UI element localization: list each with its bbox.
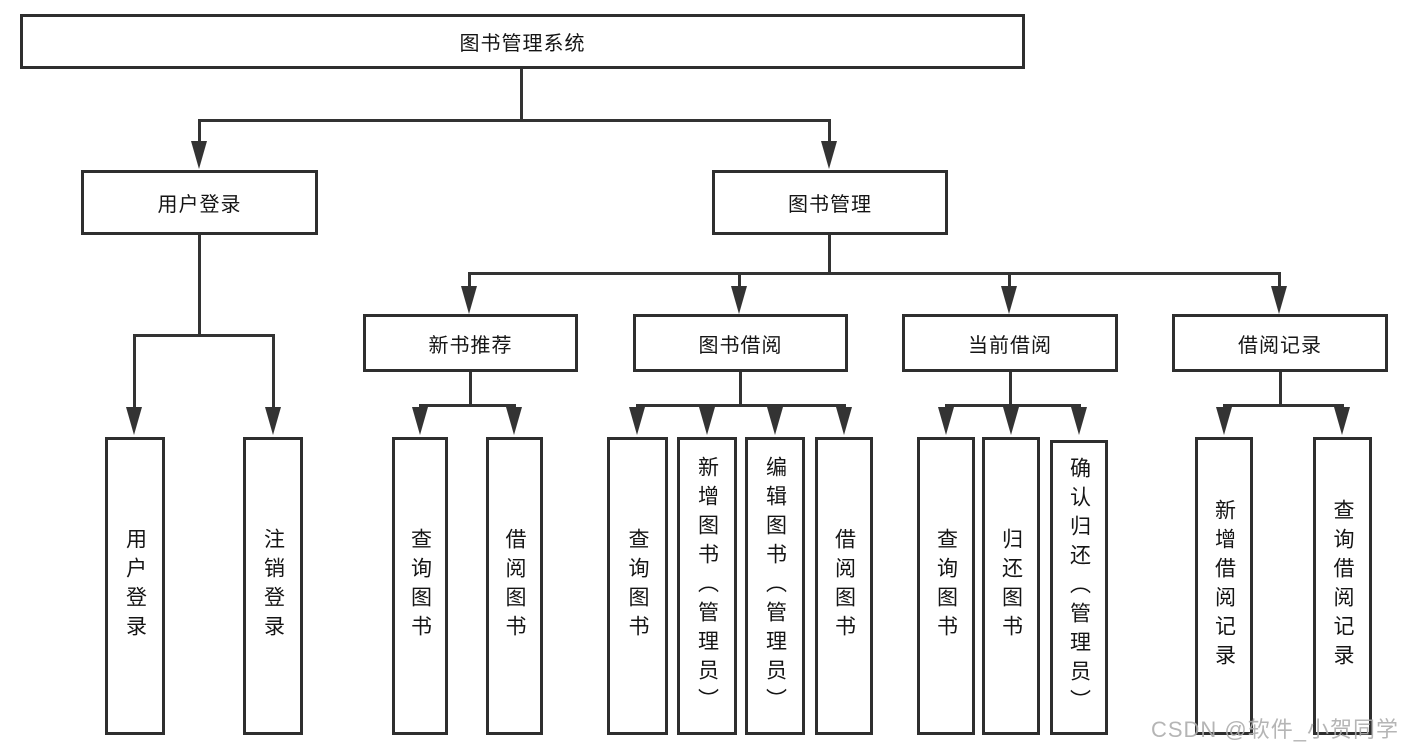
leaf-borrow-book: 借阅图书 (815, 437, 873, 735)
leaf-recommend-query-book-label: 查询图书 (408, 528, 432, 644)
leaf-recommend-borrow-book: 借阅图书 (486, 437, 543, 735)
leaf-recommend-query-book: 查询图书 (392, 437, 448, 735)
leaf-add-borrow-record: 新增借阅记录 (1195, 437, 1253, 735)
arrow-to-records (1271, 286, 1287, 314)
connector-userlogin-stem (198, 119, 201, 143)
leaf-borrow-book-label: 借阅图书 (832, 528, 856, 644)
node-root-label: 图书管理系统 (459, 33, 586, 55)
connector-current-stem (1008, 272, 1011, 288)
arrow-to-login-leaf1 (126, 407, 142, 435)
arrow-to-current (1001, 286, 1017, 314)
node-user-login: 用户登录 (81, 170, 318, 235)
arrow-to-newbook-leaf2 (506, 407, 522, 435)
connector-bookmgmt-stem (828, 119, 831, 143)
connector-login-leaf1-stem (133, 334, 136, 408)
leaf-user-login: 用户登录 (105, 437, 165, 735)
leaf-edit-book-admin-label: 编辑图书（管理员） (763, 455, 787, 717)
node-current-borrow-label: 当前借阅 (968, 334, 1052, 357)
leaf-confirm-return-admin: 确认归还（管理员） (1050, 440, 1108, 735)
leaf-current-query-book: 查询图书 (917, 437, 975, 735)
arrow-to-borrow-leaf3 (767, 407, 783, 435)
arrow-to-borrow-leaf2 (699, 407, 715, 435)
node-user-login-label: 用户登录 (157, 194, 242, 216)
arrow-to-bookmgmt (821, 141, 837, 169)
leaf-return-book: 归还图书 (982, 437, 1040, 735)
arrow-to-current-leaf2 (1003, 407, 1019, 435)
arrow-to-borrow (731, 286, 747, 314)
arrow-to-current-leaf1 (938, 407, 954, 435)
leaf-add-borrow-record-label: 新增借阅记录 (1212, 499, 1236, 673)
csdn-watermark: CSDN @软件_小贺同学 (1150, 717, 1399, 742)
leaf-logout: 注销登录 (243, 437, 303, 735)
node-borrow-records: 借阅记录 (1172, 314, 1388, 372)
arrow-to-borrow-leaf1 (629, 407, 645, 435)
node-current-borrow: 当前借阅 (902, 314, 1118, 372)
arrow-to-userlogin (191, 141, 207, 169)
connector-root-hline (198, 119, 831, 122)
connector-newbook-down (469, 372, 472, 406)
node-book-borrow-label: 图书借阅 (698, 334, 783, 357)
connector-bookmgmt-down (828, 235, 831, 274)
node-borrow-records-label: 借阅记录 (1238, 334, 1322, 357)
connector-newbook-hline (419, 404, 516, 407)
arrow-to-borrow-leaf4 (836, 407, 852, 435)
connector-borrow-down (739, 372, 742, 406)
connector-root-stem (520, 69, 523, 121)
arrow-to-newbook (461, 286, 477, 314)
leaf-logout-label: 注销登录 (261, 528, 285, 644)
connector-newbook-stem (468, 272, 471, 288)
arrow-to-login-leaf2 (265, 407, 281, 435)
node-new-book-recommend-label: 新书推荐 (428, 334, 513, 357)
leaf-add-book-admin: 新增图书（管理员） (677, 437, 737, 735)
leaf-user-login-label: 用户登录 (123, 528, 147, 644)
leaf-return-book-label: 归还图书 (999, 528, 1023, 644)
connector-bookmgmt-hline (468, 272, 1281, 275)
arrow-to-current-leaf3 (1071, 407, 1087, 435)
node-book-management-label: 图书管理 (788, 194, 872, 216)
connector-current-hline (945, 404, 1081, 407)
connector-current-down (1009, 372, 1012, 406)
node-book-management: 图书管理 (712, 170, 948, 235)
arrow-to-records-leaf2 (1334, 407, 1350, 435)
connector-userlogin-hline (133, 334, 275, 337)
arrow-to-records-leaf1 (1216, 407, 1232, 435)
leaf-add-book-admin-label: 新增图书（管理员） (695, 455, 719, 717)
connector-borrow-stem (738, 272, 741, 288)
connector-records-hline (1223, 404, 1344, 407)
arrow-to-newbook-leaf1 (412, 407, 428, 435)
node-book-borrow: 图书借阅 (633, 314, 848, 372)
connector-login-leaf2-stem (272, 334, 275, 408)
connector-borrow-hline (636, 404, 846, 407)
leaf-recommend-borrow-book-label: 借阅图书 (503, 528, 527, 644)
leaf-borrow-query-book-label: 查询图书 (626, 528, 650, 644)
connector-records-down (1279, 372, 1282, 406)
leaf-edit-book-admin: 编辑图书（管理员） (745, 437, 805, 735)
connector-records-stem (1278, 272, 1281, 288)
node-root: 图书管理系统 (20, 14, 1025, 69)
leaf-borrow-query-book: 查询图书 (607, 437, 668, 735)
node-new-book-recommend: 新书推荐 (363, 314, 578, 372)
leaf-current-query-book-label: 查询图书 (934, 528, 958, 644)
connector-userlogin-down (198, 235, 201, 336)
leaf-confirm-return-admin-label: 确认归还（管理员） (1067, 457, 1091, 718)
leaf-query-borrow-record-label: 查询借阅记录 (1331, 499, 1355, 673)
leaf-query-borrow-record: 查询借阅记录 (1313, 437, 1372, 735)
